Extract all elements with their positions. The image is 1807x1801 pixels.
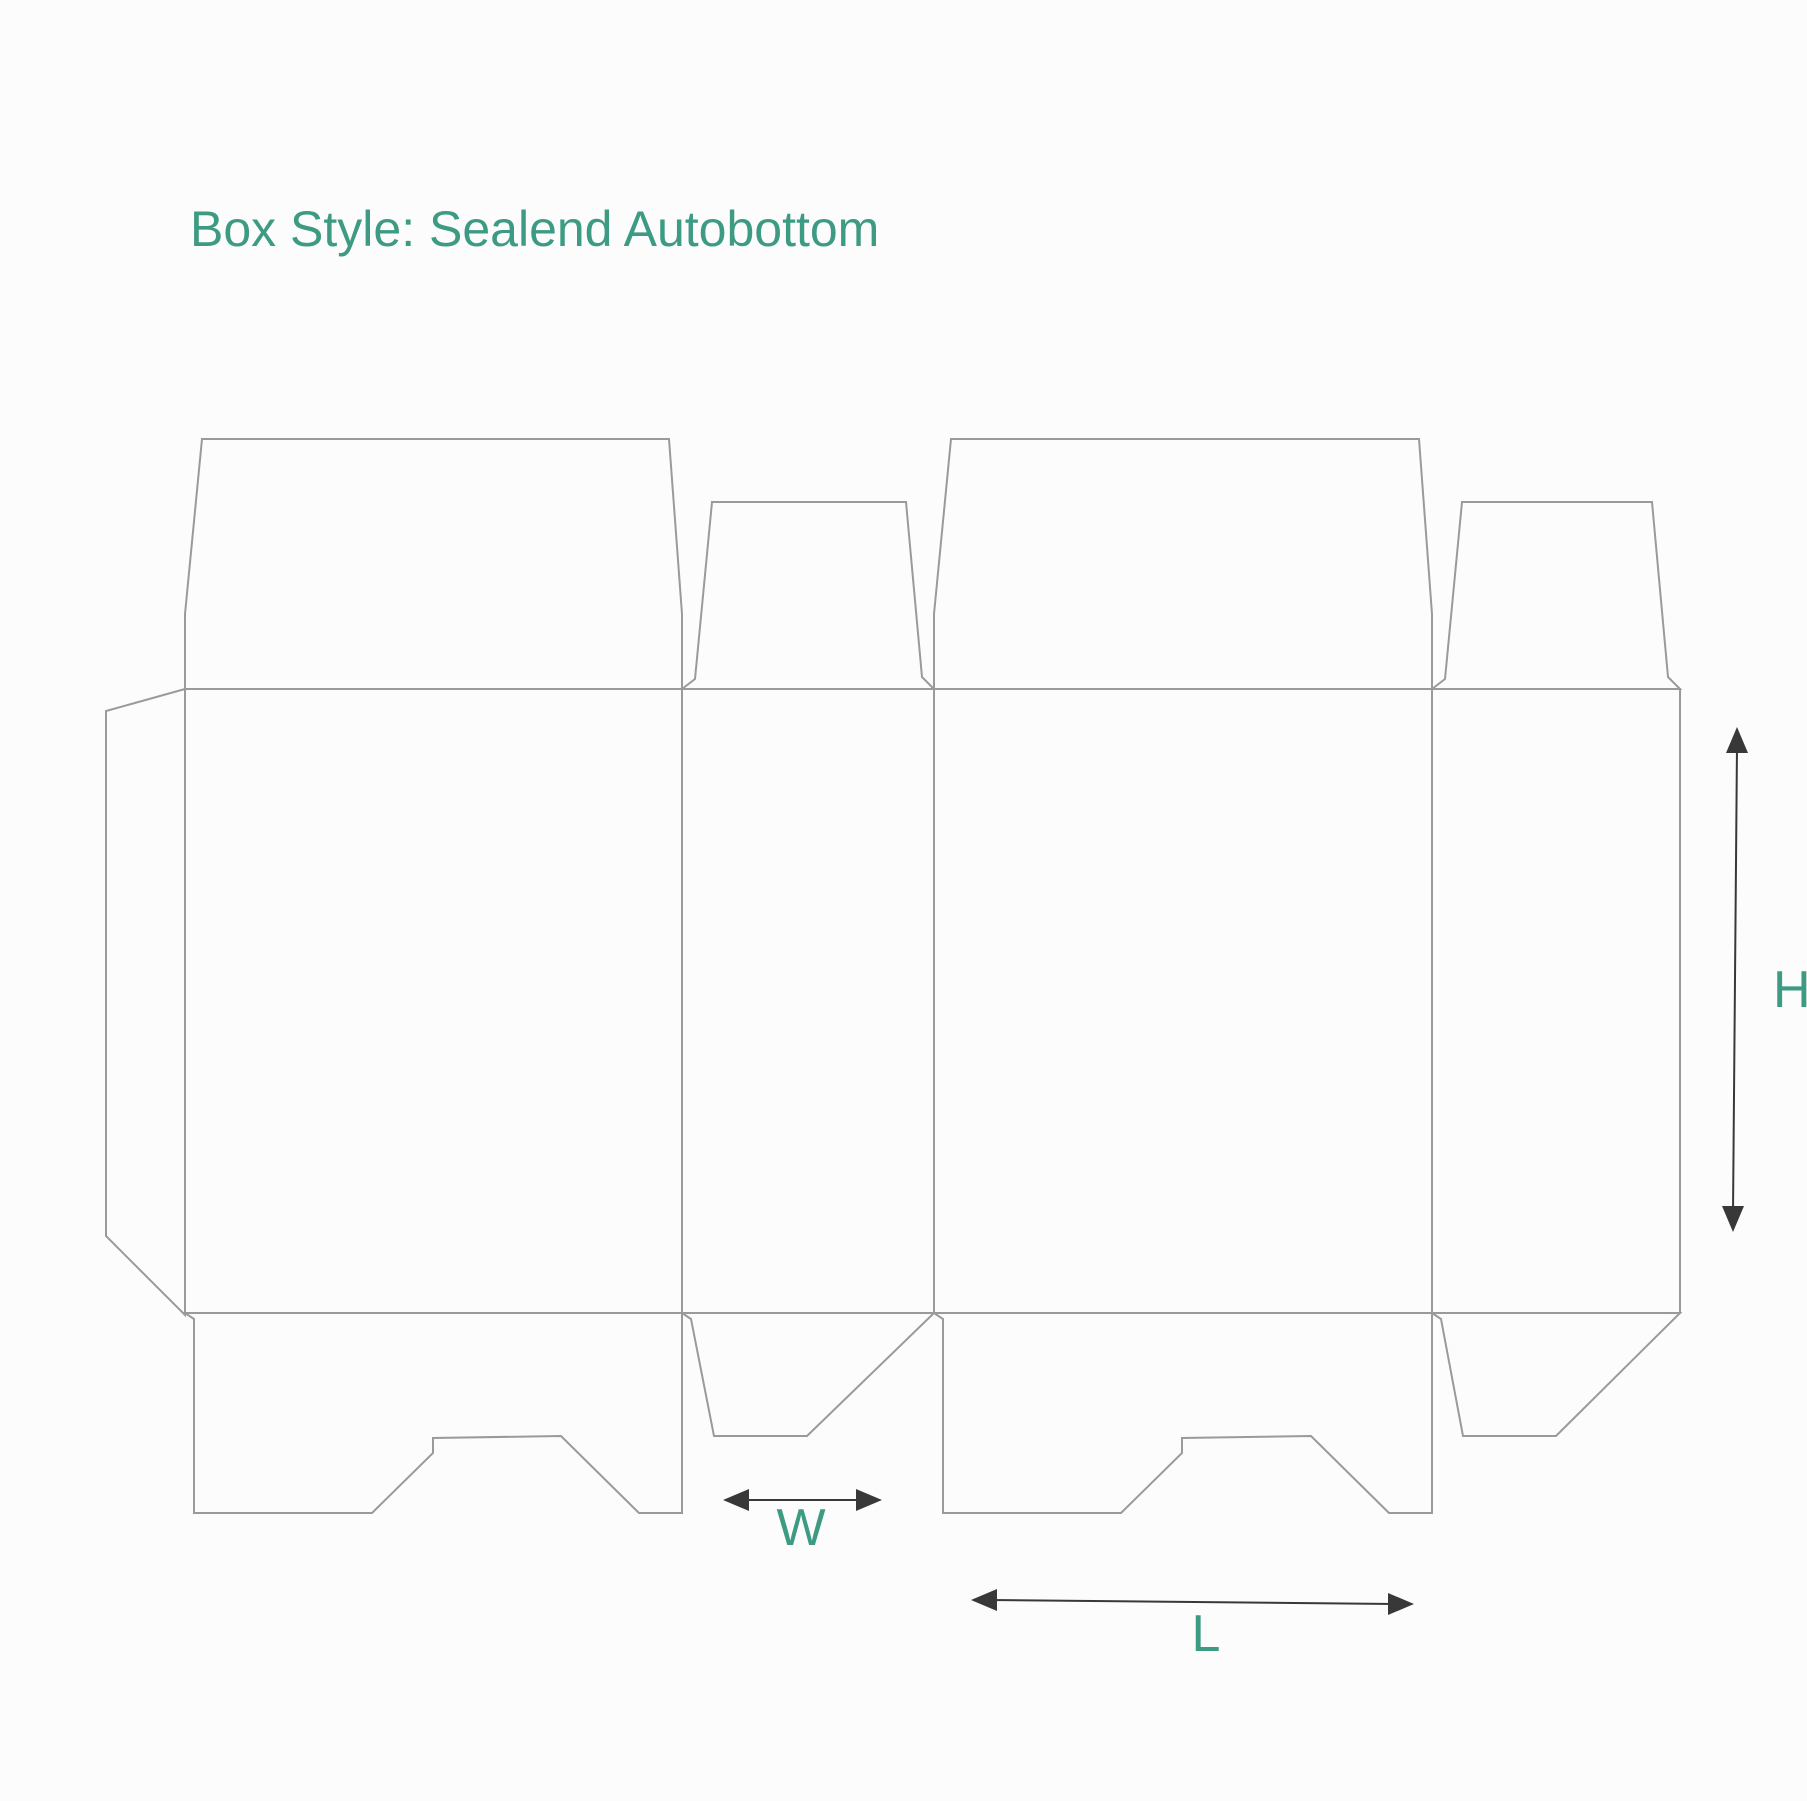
top-dust-flap-2: [1429, 501, 1683, 690]
height-dimension-arrow: [1722, 727, 1748, 1232]
bottom-flap-3: [930, 1312, 1433, 1514]
height-label: H: [1773, 961, 1807, 1019]
width-dimension-arrow: [723, 1489, 882, 1511]
top-dust-flap-1: [679, 501, 937, 690]
length-label: L: [1192, 1605, 1221, 1663]
bottom-flap-4: [1428, 1312, 1683, 1437]
panel-side-2: [1431, 688, 1681, 1314]
length-dimension-arrow: [971, 1589, 1414, 1615]
bottom-flap-2: [678, 1312, 937, 1437]
diagram-title: Box Style: Sealend Autobottom: [190, 201, 879, 257]
width-label: W: [776, 1499, 825, 1557]
top-tuck-flap-2: [933, 438, 1433, 690]
panel-front: [184, 688, 683, 1314]
glue-flap: [105, 687, 186, 1318]
panel-side-1: [681, 688, 935, 1314]
bottom-flap-1: [181, 1312, 683, 1514]
top-tuck-flap-1: [184, 438, 683, 690]
panel-back: [933, 688, 1433, 1314]
